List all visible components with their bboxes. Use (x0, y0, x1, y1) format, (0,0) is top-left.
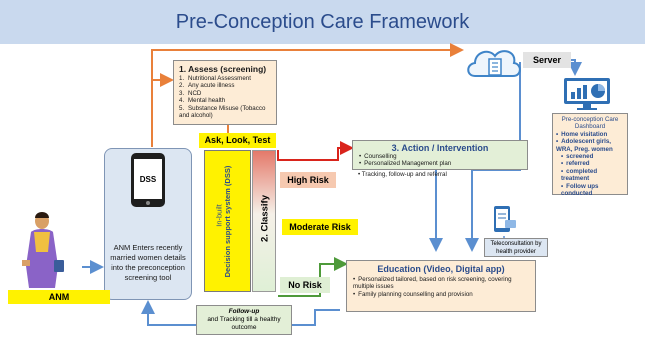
tablet-device-icon (130, 152, 166, 208)
list-item: Home visitation (556, 131, 624, 138)
assess-list: 1.Nutritional Assessment 2.Any acute ill… (179, 75, 271, 119)
action-box: 3. Action / Intervention Counselling Per… (352, 140, 528, 170)
followup-label: Follow-up (228, 308, 260, 315)
followup-box: Follow-up and Tracking till a healthy ou… (196, 305, 292, 335)
anm-enters-text: ANM Enters recently married women detail… (110, 243, 186, 282)
dashboard-heading: Pre-conception Care Dashboard (561, 116, 619, 131)
education-box: Education (Video, Digital app) Personali… (346, 260, 536, 312)
list-item: 4.Mental health (179, 97, 226, 105)
dss-bar: In-built Decision support system (DSS) (204, 150, 251, 292)
list-item: 1.Nutritional Assessment (179, 75, 251, 82)
dashboard-box: Pre-conception Care Dashboard Home visit… (552, 113, 628, 197)
ask-look-test-label: Ask, Look, Test (199, 133, 276, 148)
list-item: Personalized tailored, based on risk scr… (353, 276, 529, 291)
followup-text: and Tracking till a healthy outcome (207, 316, 281, 331)
list-item: Adolescent girls, WRA, Preg. women (556, 138, 624, 153)
list-item: 5.Substance Misuse (Tobacco and alcohol) (179, 104, 266, 120)
no-risk-label: No Risk (280, 277, 330, 293)
anm-label: ANM (8, 290, 110, 304)
dss-label: DSS (139, 175, 157, 184)
list-item: Counselling (359, 153, 521, 160)
education-heading: Education (Video, Digital app) (377, 264, 505, 274)
action-heading: 3. Action / Intervention (391, 143, 489, 153)
anm-woman-icon (14, 210, 70, 290)
moderate-risk-label: Moderate Risk (282, 219, 358, 235)
list-item: 2.Any acute illness (179, 82, 235, 90)
education-list: Personalized tailored, based on risk scr… (353, 276, 529, 298)
dashboard-list: Home visitation Adolescent girls, WRA, P… (556, 131, 624, 153)
action-list-item-3: • Tracking, follow-up and referral (358, 171, 447, 178)
assess-heading: 1. Assess (screening) (179, 64, 267, 74)
list-item: screened (561, 153, 624, 160)
list-item: Family planning counselling and provisio… (353, 291, 529, 298)
cloud-server-icon (463, 42, 525, 82)
list-item: referred (561, 160, 624, 167)
title-bar: Pre-Conception Care Framework (0, 0, 645, 44)
list-item: Personalized Management plan (359, 160, 521, 167)
dashboard-monitor-icon (562, 76, 612, 112)
list-item: completed treatment (561, 168, 624, 183)
teleconsult-box: Teleconsultation by health provider (484, 238, 548, 257)
decision-support-label: Decision support system (DSS) (223, 165, 232, 278)
classify-bar: 2. Classify (252, 150, 276, 292)
high-risk-label: High Risk (280, 172, 336, 188)
teleconsult-icon (492, 204, 518, 236)
assess-box: 1. Assess (screening) 1.Nutritional Asse… (173, 60, 277, 125)
server-label: Server (523, 52, 571, 68)
list-item: 3.NCD (179, 89, 202, 97)
tablet-panel (104, 148, 192, 300)
list-item: Follow ups conducted (561, 183, 624, 198)
dashboard-sublist: screened referred completed treatment Fo… (556, 153, 624, 197)
classify-label: 2. Classify (259, 195, 271, 242)
action-list: Counselling Personalized Management plan (359, 153, 521, 168)
page-title: Pre-Conception Care Framework (175, 10, 470, 33)
